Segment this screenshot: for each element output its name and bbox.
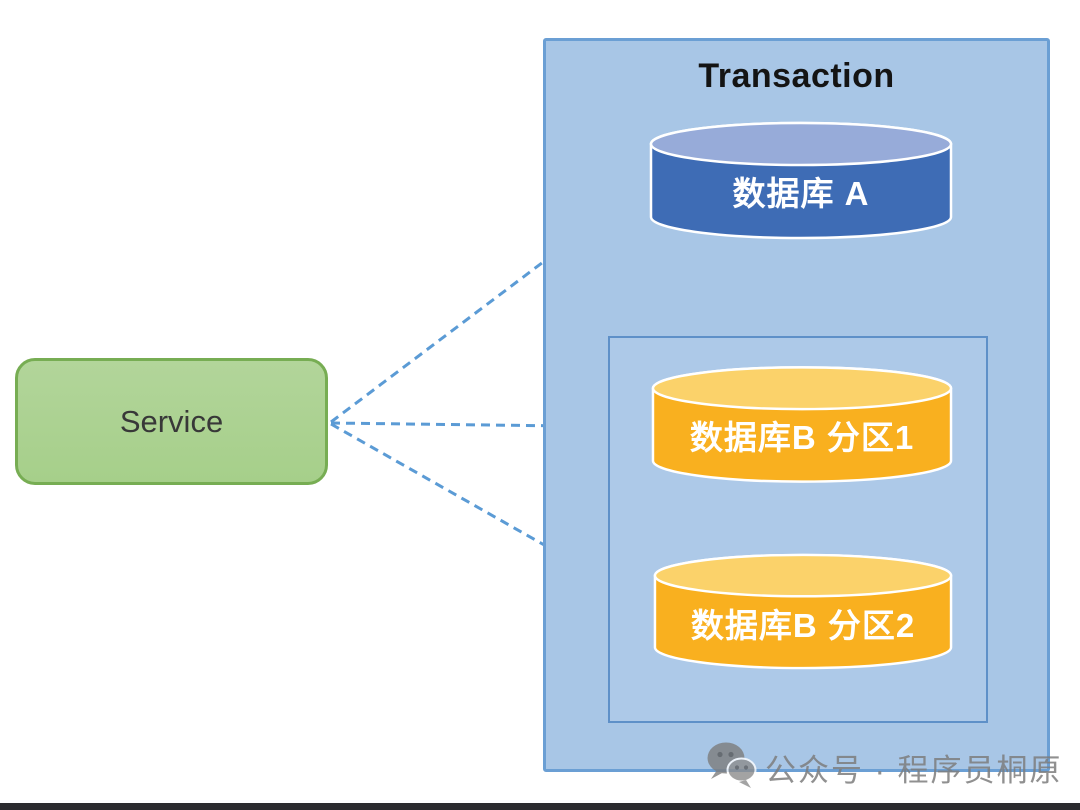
database-b-partition2-label: 数据库B 分区2 <box>690 607 916 644</box>
database-b-partition2-cylinder: 数据库B 分区2 <box>652 552 954 672</box>
watermark: 公众号 · 程序员桐原 <box>706 740 1063 795</box>
service-node: Service <box>15 358 328 485</box>
database-a-cylinder: 数据库 A <box>648 120 954 242</box>
database-a-label: 数据库 A <box>732 175 870 212</box>
database-cylinder-shape <box>649 121 953 240</box>
transaction-title: Transaction <box>698 57 895 95</box>
wechat-icon <box>706 740 758 795</box>
database-cylinder-shape <box>653 553 953 670</box>
database-b-partition1-cylinder: 数据库B 分区1 <box>650 364 954 486</box>
transaction-container: Transaction 数据库 A 数据库B 分区1 <box>543 38 1050 772</box>
service-label: Service <box>119 403 224 439</box>
database-cylinder-shape <box>651 366 953 483</box>
watermark-text: 公众号 · 程序员桐原 <box>765 753 1063 788</box>
database-b-partition1-label: 数据库B 分区1 <box>689 419 915 456</box>
partition-group-box: 数据库B 分区1 数据库B 分区2 <box>608 336 988 723</box>
bottom-divider-bar <box>0 803 1080 810</box>
